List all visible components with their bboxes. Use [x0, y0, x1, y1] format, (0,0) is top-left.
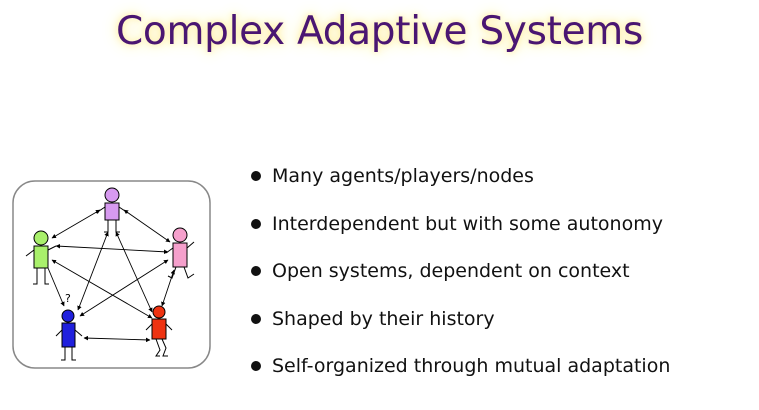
bullet-item: Many agents/players/nodes	[248, 166, 670, 186]
arrow-green-blue	[47, 267, 65, 307]
slide-title: Complex Adaptive Systems	[115, 9, 643, 54]
arrow-purple-pink	[123, 209, 171, 243]
bullet-text: Self-organized through mutual adaptation	[272, 355, 671, 377]
bullet-text: Open systems, dependent on context	[272, 260, 630, 282]
bullet-dot-icon	[251, 361, 261, 371]
question-mark: ?	[65, 292, 71, 305]
agent-purple	[95, 187, 129, 233]
arrow-blue-red	[83, 335, 151, 343]
connection-arrows	[47, 209, 175, 343]
bullet-item: Self-organized through mutual adaptation	[248, 356, 670, 376]
bullet-item: Open systems, dependent on context	[248, 261, 670, 281]
arrow-purple-green	[51, 209, 101, 239]
bullet-dot-icon	[251, 218, 261, 229]
agent-pink	[165, 227, 195, 279]
bullet-text: Shaped by their history	[272, 307, 495, 330]
bullet-text: Interdependent but with some autonomy	[272, 212, 663, 235]
arrow-pink-blue	[79, 259, 169, 317]
bullet-dot-icon	[251, 313, 261, 324]
bullet-list: Many agents/players/nodes Interdependent…	[248, 166, 670, 404]
agent-blue	[55, 309, 83, 361]
agent-green	[25, 230, 57, 285]
bullet-dot-icon	[251, 266, 261, 276]
arrow-green-pink	[55, 243, 169, 255]
arrow-pink-red	[161, 269, 175, 307]
agent-red	[145, 305, 173, 357]
agent-network-diagram: ?	[12, 180, 211, 369]
bullet-text: Many agents/players/nodes	[272, 165, 534, 187]
bullet-item: Shaped by their history	[248, 309, 670, 329]
bullet-item: Interdependent but with some autonomy	[248, 214, 670, 234]
bullet-dot-icon	[251, 171, 261, 181]
